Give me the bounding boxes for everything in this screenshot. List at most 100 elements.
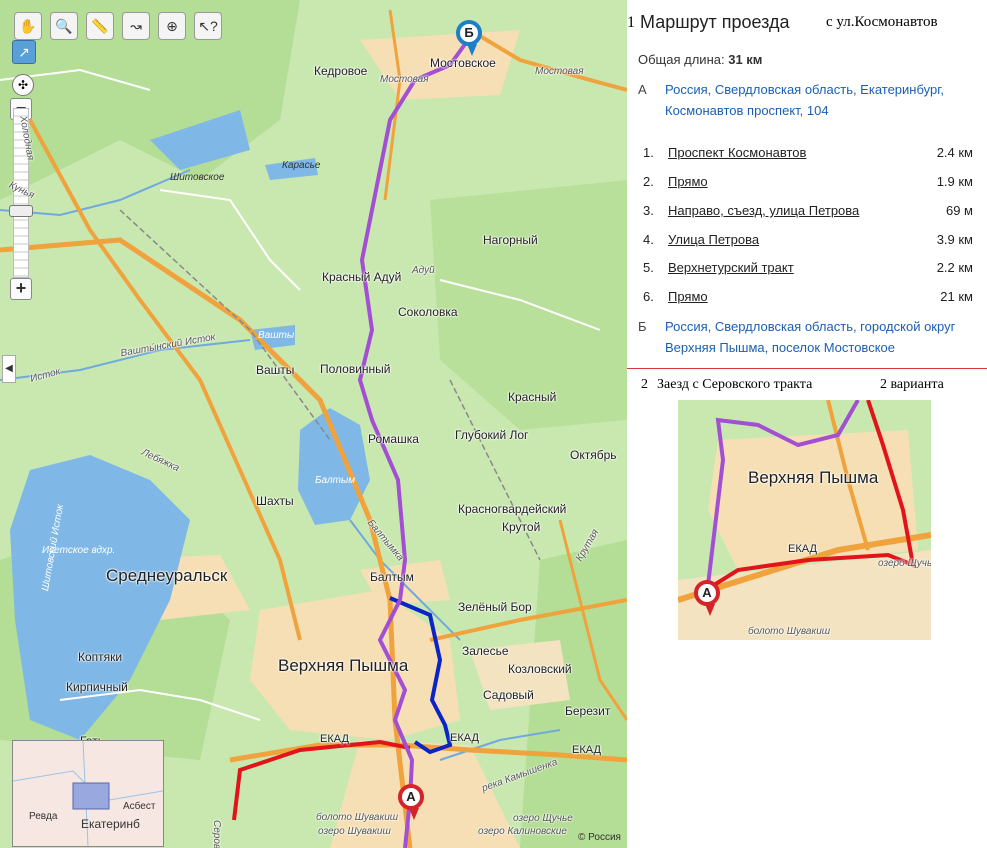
route-number: 1 — [627, 14, 635, 31]
inset-road-label: ЕКАД — [788, 543, 817, 555]
print-button[interactable]: ⊕ — [158, 12, 186, 40]
road-label: Мостовая — [535, 66, 584, 77]
place-label: Половинный — [320, 362, 391, 376]
marker-letter: А — [406, 789, 416, 804]
road-label: Серовский — [211, 820, 222, 848]
place-label: Балтым — [370, 570, 414, 584]
fullscreen-button[interactable]: ↗ — [12, 40, 36, 64]
lake-label: Шитовское — [170, 172, 225, 183]
place-label: Шахты — [256, 494, 294, 508]
plus-circle-icon: ⊕ — [166, 17, 178, 34]
city-label: Среднеуральск — [106, 566, 228, 585]
place-label: Кирпичный — [66, 680, 128, 694]
step-distance: 2.2 км — [936, 260, 973, 275]
road-label: Мостовая — [380, 74, 429, 85]
compass-icon: ✣ — [17, 78, 29, 92]
route-step[interactable]: 4. Улица Петрова 3.9 км — [643, 232, 973, 252]
step-link[interactable]: Верхнетурский тракт — [668, 260, 794, 275]
place-label: Соколовка — [398, 305, 458, 319]
step-link[interactable]: Направо, съезд, улица Петрова — [668, 203, 860, 218]
map-canvas — [0, 0, 627, 848]
lake-label: озеро Шувакиш — [318, 826, 391, 837]
step-distance: 1.9 км — [936, 174, 973, 189]
city-label: Верхняя Пышма — [278, 656, 409, 675]
place-label: Зелёный Бор — [458, 600, 532, 614]
map-view[interactable]: ✋ 🔍 📏 ↝ ⊕ ↖? ↗ ✣ − + ◀ Кедровое Мостовск… — [0, 0, 627, 848]
start-address-text: Россия, Свердловская область, Екатеринбу… — [665, 82, 944, 118]
zoom-area-button[interactable]: 🔍 — [50, 12, 78, 40]
inset-map[interactable]: Верхняя Пышма ЕКАД болото Шувакиш озеро … — [678, 400, 931, 640]
step-number: 6. — [643, 289, 654, 304]
compass-button[interactable]: ✣ — [12, 74, 34, 96]
place-label: Березит — [565, 704, 611, 718]
place-label: Коптяки — [78, 650, 123, 664]
inset-bog-label: болото Шувакиш — [748, 626, 831, 637]
place-label: Залесье — [462, 644, 509, 658]
step-distance: 69 м — [945, 203, 973, 218]
marker-tip — [467, 44, 477, 56]
help-pointer-button[interactable]: ↖? — [194, 12, 222, 40]
copyright: © Россия — [578, 832, 621, 843]
ruler-icon: 📏 — [91, 17, 109, 34]
step-link[interactable]: Прямо — [668, 174, 708, 189]
variant-number: 2 — [641, 377, 648, 392]
route-step[interactable]: 1. Проспект Космонавтов 2.4 км — [643, 145, 973, 165]
step-link[interactable]: Проспект Космонавтов — [668, 145, 807, 160]
route-start-marker-a[interactable]: А — [398, 784, 424, 820]
step-link[interactable]: Улица Петрова — [668, 232, 760, 247]
variant-count: 2 варианта — [880, 377, 944, 392]
route-panel: 1 Маршрут проезда с ул.Космонавтов Общая… — [627, 0, 987, 848]
step-distance: 2.4 км — [936, 145, 973, 160]
hand-icon: ✋ — [19, 17, 37, 34]
route-icon: ↝ — [130, 17, 142, 34]
route-note: с ул.Космонавтов — [826, 14, 938, 30]
place-label: Красный Адуй — [322, 270, 402, 284]
lake-label: Балтым — [315, 475, 356, 486]
variant-title: Заезд с Серовского тракта — [657, 377, 813, 392]
end-letter: Б — [638, 319, 647, 334]
river-label: Адуй — [412, 265, 435, 276]
inset-city-label: Верхняя Пышма — [748, 468, 879, 487]
place-label: Нагорный — [483, 233, 538, 247]
inset-lake-label: озеро Щучье — [878, 558, 931, 569]
zoom-in-button[interactable]: + — [10, 278, 32, 300]
ruler-button[interactable]: 📏 — [86, 12, 114, 40]
minimap-label: Екатеринб — [81, 817, 140, 831]
place-label: Садовый — [483, 688, 534, 702]
zoom-slider-handle[interactable] — [9, 205, 33, 217]
road-label: ЕКАД — [572, 744, 601, 756]
hand-tool-button[interactable]: ✋ — [14, 12, 42, 40]
route-end-marker-b[interactable]: Б — [456, 20, 482, 56]
magnifier-icon: 🔍 — [55, 17, 73, 34]
pointer-question-icon: ↖? — [198, 17, 218, 34]
route-step[interactable]: 6. Прямо 21 км — [643, 289, 973, 309]
lake-label: озеро Калиновские — [478, 826, 567, 837]
end-address-text: Россия, Свердловская область, городской … — [665, 319, 956, 355]
overview-minimap[interactable]: Ревда Асбест Екатеринб — [12, 740, 164, 847]
place-label: Мостовское — [430, 56, 496, 70]
place-label: Октябрь — [570, 448, 617, 462]
place-label: Крутой — [502, 520, 541, 534]
marker-letter: А — [702, 585, 712, 600]
lake-label: Вашты — [258, 330, 295, 341]
lake-label: Карасье — [282, 160, 321, 171]
route-step[interactable]: 2. Прямо 1.9 км — [643, 174, 973, 194]
reservoir-label: Исетское вдхр. — [42, 545, 116, 556]
triangle-left-icon: ◀ — [5, 363, 13, 374]
route-step[interactable]: 3. Направо, съезд, улица Петрова 69 м — [643, 203, 973, 223]
route-start-address[interactable]: А Россия, Свердловская область, Екатерин… — [638, 79, 978, 123]
route-end-address[interactable]: Б Россия, Свердловская область, городско… — [638, 316, 983, 360]
minimap-label: Асбест — [123, 801, 156, 812]
route-button[interactable]: ↝ — [122, 12, 150, 40]
step-number: 2. — [643, 174, 654, 189]
zoom-slider-track[interactable] — [13, 108, 29, 278]
route-step[interactable]: 5. Верхнетурский тракт 2.2 км — [643, 260, 973, 280]
step-number: 1. — [643, 145, 654, 160]
place-label: Кедровое — [314, 64, 368, 78]
place-label: Красный — [508, 390, 557, 404]
step-link[interactable]: Прямо — [668, 289, 708, 304]
bog-label: болото Шувакиш — [316, 812, 399, 823]
inset-start-marker-a[interactable]: А — [694, 580, 720, 616]
collapse-panel-button[interactable]: ◀ — [2, 355, 16, 383]
place-label: Вашты — [256, 363, 295, 377]
